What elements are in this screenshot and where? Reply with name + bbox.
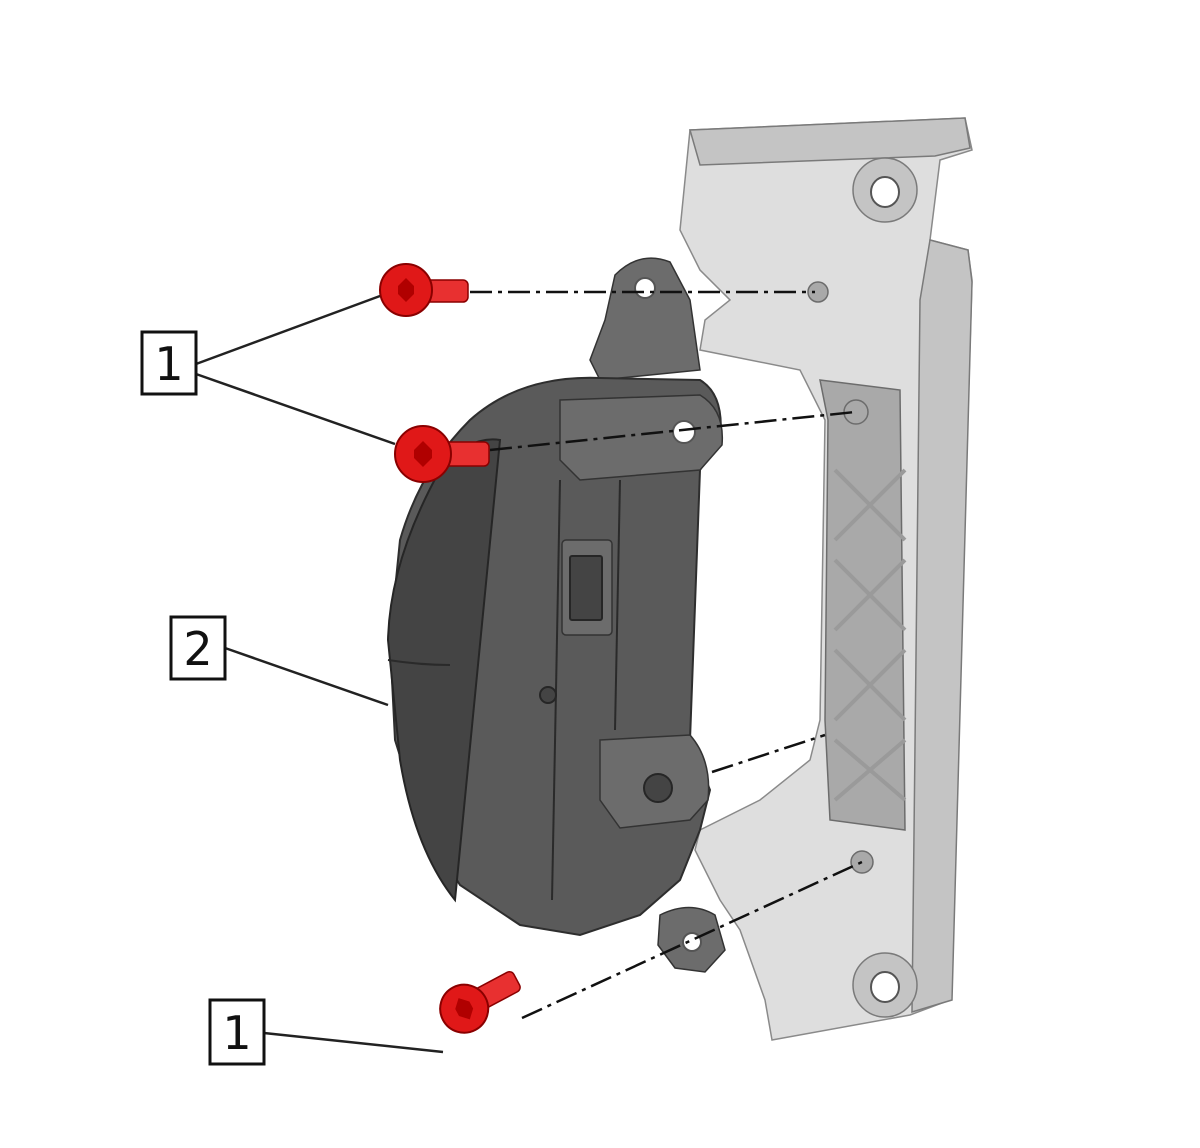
mounting-bracket bbox=[679, 117, 973, 1041]
callout-label: 2 bbox=[183, 622, 212, 676]
switch-lower-boss-hole bbox=[643, 773, 673, 803]
callout-box bbox=[169, 615, 227, 681]
leader-lines bbox=[195, 294, 444, 1054]
bracket-receiver-3 bbox=[850, 850, 874, 874]
switch-button-face bbox=[386, 438, 502, 903]
alignment-line-middle bbox=[489, 410, 856, 452]
callout-1-lower: 1 bbox=[208, 998, 266, 1066]
switch-button-split bbox=[387, 659, 451, 666]
leader-1-upper-a bbox=[195, 294, 381, 366]
leader-1-upper-b bbox=[195, 372, 396, 446]
switch-upper-boss-hole bbox=[672, 420, 696, 444]
switch-detail-hole bbox=[539, 686, 557, 704]
leader-2 bbox=[224, 646, 389, 707]
bracket-upper-hole bbox=[870, 176, 900, 208]
bracket-right-flange bbox=[911, 239, 973, 1014]
switch-connector-pin-area bbox=[569, 555, 603, 621]
callout-1-upper: 1 bbox=[140, 330, 198, 396]
alignment-line-lower bbox=[521, 860, 863, 1020]
switch-rib-line bbox=[614, 479, 621, 731]
switch-assembly bbox=[386, 257, 726, 973]
leader-1-lower bbox=[263, 1031, 444, 1054]
screw-lower-1 bbox=[439, 970, 521, 1034]
bracket-lower-hole bbox=[870, 971, 900, 1003]
alignment-lines bbox=[470, 290, 863, 1020]
switch-edge-line bbox=[551, 479, 561, 901]
bracket-top-lip bbox=[689, 117, 971, 166]
screw-upper-1 bbox=[379, 263, 469, 317]
callout-box bbox=[140, 330, 198, 396]
switch-upper-boss bbox=[559, 394, 724, 481]
screw-upper-2 bbox=[394, 425, 490, 483]
bracket-ribs bbox=[833, 468, 907, 802]
callout-box bbox=[208, 998, 266, 1066]
callout-label: 1 bbox=[154, 337, 183, 391]
alignment-line-bottom-switch bbox=[711, 733, 826, 774]
bracket-receiver-1 bbox=[807, 281, 829, 303]
switch-upper-ear-hole bbox=[634, 277, 656, 299]
callout-2: 2 bbox=[169, 615, 227, 681]
callout-label: 1 bbox=[222, 1006, 251, 1060]
switch-upper-ear bbox=[589, 257, 701, 381]
